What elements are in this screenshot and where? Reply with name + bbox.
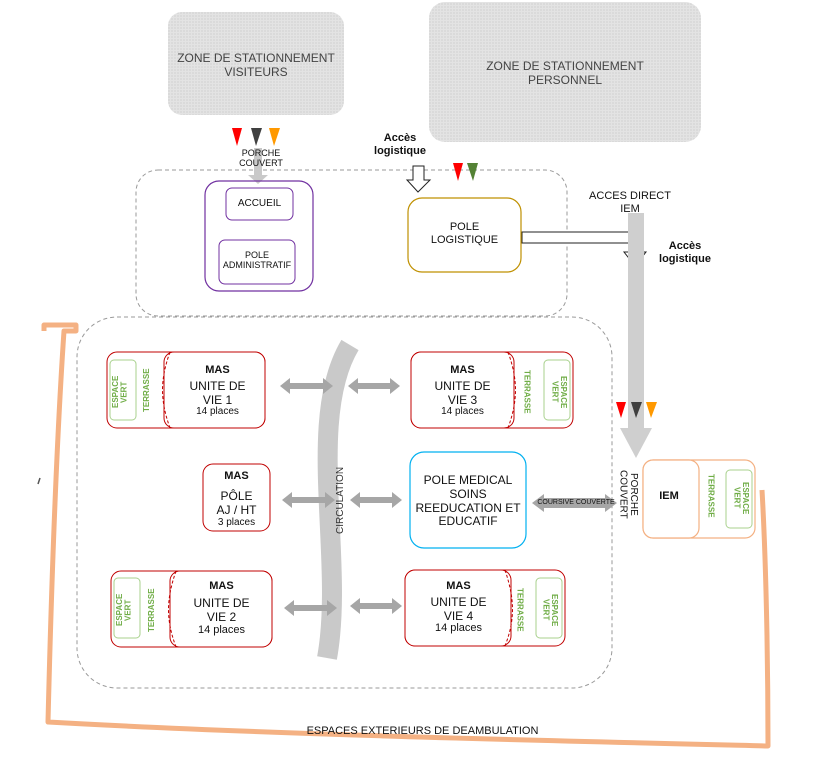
- unit-4-green-space: [535, 577, 563, 639]
- unit-4-places: 14 places: [434, 622, 483, 634]
- circulation-band: [317, 339, 359, 660]
- double-arrow: [282, 492, 335, 508]
- unit-1-inner-dash: [162, 351, 171, 429]
- unit-3-name: UNITE DE VIE 3: [434, 379, 491, 407]
- unit-4-inner: [404, 569, 512, 647]
- logistics-arrow-top: [405, 165, 432, 193]
- parking-visitors-label: ZONE DE STATIONNEMENT VISITEURS: [177, 51, 335, 79]
- unit-2-title: MAS: [209, 580, 234, 592]
- coursive-arrow: [532, 494, 617, 512]
- admin-block: [204, 180, 314, 292]
- flag-dark: [631, 402, 642, 418]
- pole-administratif-label: POLE ADMINISTRATIF: [222, 250, 292, 271]
- iem-inner: [642, 459, 700, 539]
- pole-logistique-label: POLE LOGISTIQUE: [430, 221, 499, 246]
- espaces-exterieurs-label: ESPACES EXTERIEURS DE DEAMBULATION: [306, 725, 539, 737]
- unit-2-inner: [169, 570, 273, 648]
- aj-places: 3 places: [217, 517, 256, 528]
- unit-3-inner-dash: [507, 351, 516, 429]
- unit-3-title: MAS: [450, 364, 475, 376]
- flag-green: [467, 163, 478, 181]
- unit-3-green-space: [543, 359, 571, 421]
- flag-orange: [646, 402, 657, 418]
- unit-1-espace-vert: ESPACE VERT: [111, 375, 129, 409]
- pole-administratif-box: [218, 239, 296, 285]
- iem-terrasse: TERRASSE: [706, 474, 716, 518]
- outdoor-area-outline: [41, 322, 771, 749]
- unit-4-name: UNITE DE VIE 4: [430, 595, 487, 623]
- unit-1-green-space: [109, 359, 137, 421]
- flag-red: [616, 402, 626, 418]
- double-arrow: [348, 378, 400, 394]
- double-arrow: [280, 378, 333, 394]
- unit-1-terrasse: TERRASSE: [142, 368, 151, 412]
- logistics-arrow-route: [521, 231, 648, 267]
- unit-2-inner-dash: [168, 570, 177, 648]
- flag-red: [232, 128, 242, 146]
- pole-medical-label: POLE MEDICAL SOINS REEDUCATION ET EDUCAT…: [415, 473, 521, 529]
- double-arrow: [350, 492, 402, 508]
- unit-3-places: 14 places: [441, 406, 484, 417]
- acces-logistique-top-label: Accès logistique: [374, 132, 426, 157]
- parking-visitors-zone: [168, 12, 344, 115]
- circulation-label: CIRCULATION: [335, 466, 346, 534]
- unit-2-places: 14 places: [197, 624, 246, 636]
- iem-direct-access-arrow: [620, 213, 652, 458]
- outdoor-area-edge-mark: [37, 477, 41, 485]
- main-units-group: [76, 316, 613, 689]
- aj-name: PÔLE AJ / HT: [216, 489, 257, 517]
- unit-2-terrasse: TERRASSE: [147, 588, 156, 632]
- flag-red: [453, 163, 463, 181]
- pole-medical-box: [409, 451, 527, 549]
- unit-1-title: MAS: [205, 364, 230, 376]
- aj-title: MAS: [224, 470, 249, 482]
- pole-logistique-box: [407, 197, 522, 273]
- iem-title: IEM: [659, 490, 679, 502]
- unit-4-espace-vert: ESPACE VERT: [541, 593, 559, 627]
- unit-1-places: 14 places: [196, 406, 239, 417]
- iem-green-space: [725, 469, 753, 529]
- double-arrows: [280, 378, 617, 616]
- unit-2-green-space: [113, 577, 141, 639]
- flag-dark: [251, 128, 262, 146]
- unit-2-espace-vert: ESPACE VERT: [115, 593, 133, 627]
- coursive-label: COURSIVE COUVERTE: [537, 499, 615, 506]
- parking-staff-zone: [429, 2, 701, 142]
- pole-aj-ht-box: [202, 463, 271, 532]
- iem-espace-vert: ESPACE VERT: [732, 481, 750, 515]
- visitor-porch-arrow: [248, 148, 268, 184]
- double-arrow: [350, 598, 402, 614]
- unit-2-name: UNITE DE VIE 2: [193, 596, 250, 624]
- accueil-box: [225, 187, 294, 221]
- unit-4-inner-dash: [504, 569, 513, 647]
- unit-4-title: MAS: [446, 580, 471, 592]
- porche-right-label: PORCHE COUVERT: [617, 469, 640, 519]
- flag-orange: [269, 128, 280, 146]
- unit-3-espace-vert: ESPACE VERT: [550, 375, 568, 409]
- double-arrow: [284, 600, 337, 616]
- acces-direct-iem-label: ACCES DIRECT IEM: [589, 190, 671, 215]
- porche-top-label: PORCHE COUVERT: [239, 148, 283, 169]
- unit-4-terrasse: TERRASSE: [515, 588, 525, 632]
- unit-3-inner: [410, 351, 515, 429]
- unit-1-inner: [163, 351, 266, 429]
- unit-3-terrasse: TERRASSE: [522, 370, 532, 414]
- accueil-label: ACCUEIL: [237, 198, 282, 209]
- unit-1-name: UNITE DE VIE 1: [189, 379, 246, 407]
- parking-staff-label: ZONE DE STATIONNEMENT PERSONNEL: [486, 59, 644, 87]
- acces-logistique-right-label: Accès logistique: [659, 240, 711, 265]
